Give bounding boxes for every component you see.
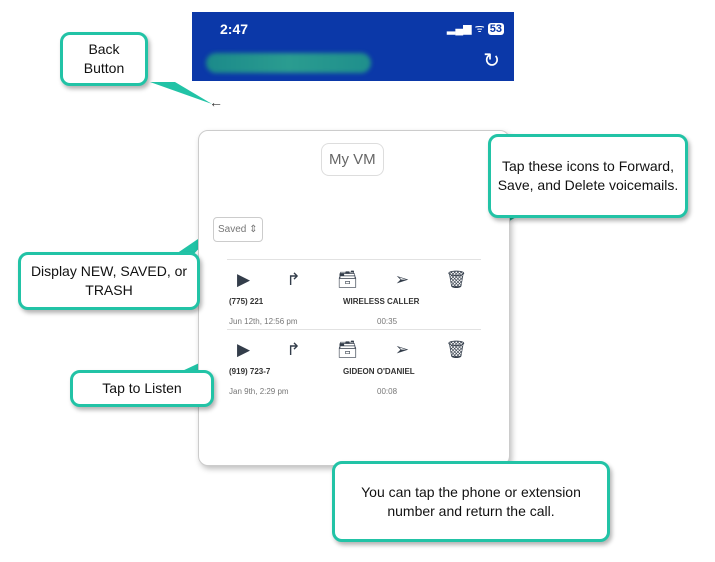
chevron-updown-icon: ⇕ <box>249 224 258 235</box>
filter-select[interactable]: Saved ⇕ <box>213 217 263 242</box>
caller-number[interactable]: (775) 221 <box>229 297 264 306</box>
caller-name: WIRELESS CALLER <box>343 297 420 306</box>
voicemail-date: Jan 9th, 2:29 pm <box>229 387 289 396</box>
status-time: 2:47 <box>220 21 249 37</box>
voicemail-row: ▶︎ ↱ 🗃︎ ➢ 🗑︎ (775) 221 WIRELESS CALLER Jun 1… <box>227 259 481 332</box>
callout-icons: Tap these icons to Forward, Save, and De… <box>488 134 688 218</box>
callout-display: Display NEW, SAVED, or TRASH <box>18 252 200 310</box>
forward-icon[interactable]: ↱ <box>286 340 301 359</box>
voicemail-panel: My VM Saved ⇕ ▶︎ ↱ 🗃︎ ➢ 🗑︎ (775) 221 WIRELES… <box>198 130 510 466</box>
refresh-icon[interactable]: ↻ <box>483 50 500 72</box>
send-icon[interactable]: ➢ <box>394 340 410 359</box>
play-icon[interactable]: ▶︎ <box>237 340 251 359</box>
voicemail-date: Jun 12th, 12:56 pm <box>229 317 298 326</box>
redacted-name <box>206 53 371 73</box>
voicemail-duration: 00:08 <box>377 387 398 396</box>
battery-level: 53 <box>487 23 504 35</box>
filter-value: Saved <box>218 224 247 235</box>
play-icon[interactable]: ▶︎ <box>237 270 251 289</box>
trash-icon[interactable]: 🗑︎ <box>445 340 467 359</box>
caller-number[interactable]: (919) 723-7 <box>229 367 271 376</box>
voicemail-row: ▶︎ ↱ 🗃︎ ➢ 🗑︎ (919) 723-7 GIDEON O'DANIEL Jan… <box>227 329 481 402</box>
archive-save-icon[interactable]: 🗃︎ <box>336 340 359 359</box>
app-header: 2:47 ▂▄▆ ᯤ 53 ↻ <box>192 12 514 81</box>
status-icons: ▂▄▆ ᯤ 53 <box>446 23 504 35</box>
callout-back: Back Button <box>60 32 148 86</box>
page-title: My VM <box>321 143 384 176</box>
callout-listen: Tap to Listen <box>70 370 214 407</box>
forward-icon[interactable]: ↱ <box>286 270 301 289</box>
trash-icon[interactable]: 🗑︎ <box>445 270 467 289</box>
archive-save-icon[interactable]: 🗃︎ <box>336 270 359 289</box>
send-icon[interactable]: ➢ <box>394 270 410 289</box>
back-button[interactable]: ← <box>209 94 223 110</box>
voicemail-duration: 00:35 <box>377 317 398 326</box>
caller-name: GIDEON O'DANIEL <box>343 367 415 376</box>
callout-return: You can tap the phone or extension numbe… <box>332 461 610 542</box>
